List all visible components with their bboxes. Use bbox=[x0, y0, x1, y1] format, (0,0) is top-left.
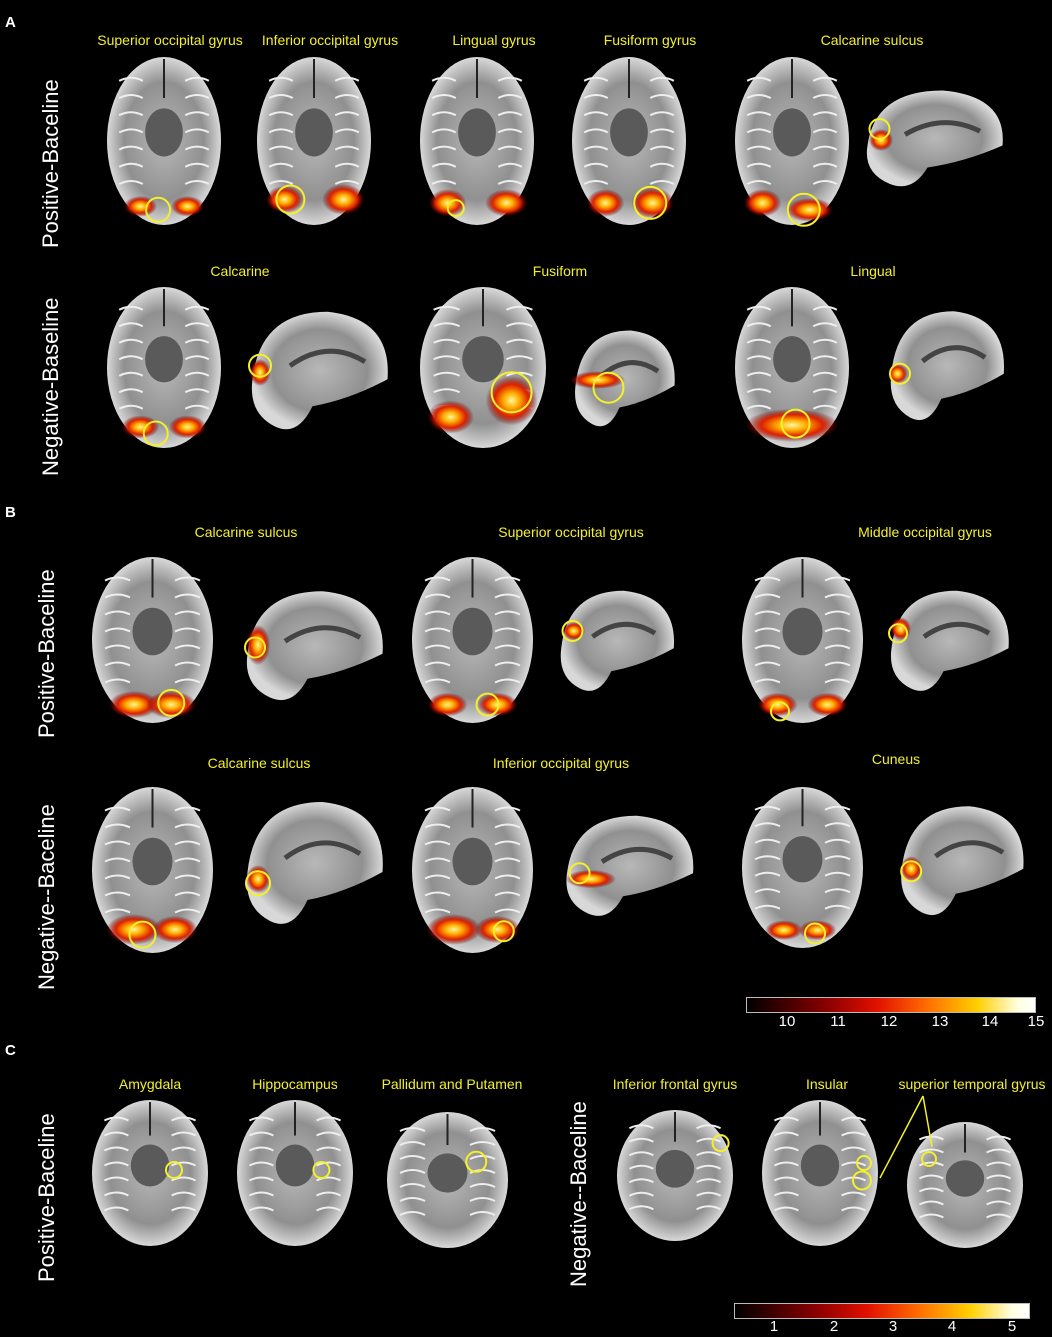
region-label: Pallidum and Putamen bbox=[381, 1076, 523, 1092]
axial-slice bbox=[572, 57, 686, 225]
axial-slice bbox=[420, 287, 546, 448]
sagittal-slice bbox=[888, 590, 1009, 691]
panel-letter-b: B bbox=[5, 504, 16, 521]
axial-slice bbox=[387, 1112, 508, 1248]
sagittal-slice bbox=[244, 591, 383, 701]
axial-slice bbox=[237, 1100, 353, 1246]
colorbar-tick: 1 bbox=[769, 1318, 779, 1335]
colorbar-tick: 2 bbox=[829, 1318, 839, 1335]
colorbar-top bbox=[746, 997, 1036, 1013]
region-label: superior temporal gyrus bbox=[898, 1076, 1046, 1092]
sagittal-slice bbox=[565, 815, 694, 916]
panel-letter-a: A bbox=[5, 14, 16, 31]
sagittal-slice bbox=[887, 311, 1004, 421]
axial-slice bbox=[907, 1122, 1023, 1248]
region-label: Calcarine bbox=[210, 263, 270, 279]
region-label: Middle occipital gyrus bbox=[858, 524, 992, 540]
region-label: Calcarine sulcus bbox=[820, 32, 924, 48]
axial-slice bbox=[420, 57, 534, 225]
region-label: Calcarine sulcus bbox=[194, 524, 298, 540]
region-label: Superior occipital gyrus bbox=[498, 524, 644, 540]
colorbar-tick: 10 bbox=[778, 1013, 796, 1030]
colorbar-tick: 14 bbox=[981, 1013, 999, 1030]
region-label: Inferior occipital gyrus bbox=[261, 32, 399, 48]
row-label-c-negative: Negative--Baceline bbox=[566, 1101, 591, 1287]
colorbar-tick: 4 bbox=[947, 1318, 957, 1335]
sagittal-slice bbox=[560, 590, 674, 691]
axial-slice bbox=[107, 57, 221, 225]
region-label: Inferior frontal gyrus bbox=[612, 1076, 738, 1092]
sagittal-slice bbox=[570, 330, 675, 427]
region-label: Cuneus bbox=[871, 751, 921, 767]
region-label: Superior occipital gyrus bbox=[97, 32, 243, 48]
row-label-b-negative: Negative--Baceline bbox=[34, 804, 59, 990]
roi-circle bbox=[856, 1155, 872, 1171]
region-label: Hippocampus bbox=[252, 1076, 338, 1092]
axial-slice bbox=[92, 557, 213, 723]
axial-slice bbox=[92, 1100, 208, 1246]
colorbar-tick: 5 bbox=[1007, 1318, 1017, 1335]
colorbar-tick: 3 bbox=[888, 1318, 898, 1335]
axial-slice bbox=[412, 557, 533, 723]
axial-slice bbox=[742, 787, 863, 948]
panel-letter-c: C bbox=[5, 1042, 16, 1059]
axial-slice bbox=[762, 1100, 878, 1246]
sagittal-slice bbox=[248, 311, 388, 430]
axial-slice bbox=[617, 1110, 733, 1241]
colorbar-bottom bbox=[734, 1303, 1030, 1319]
axial-slice bbox=[735, 57, 849, 227]
region-label: Amygdala bbox=[118, 1076, 182, 1092]
region-label: Lingual gyrus bbox=[452, 32, 536, 48]
axial-slice bbox=[92, 787, 213, 953]
axial-slice bbox=[742, 557, 863, 723]
colorbar-tick: 11 bbox=[830, 1013, 846, 1030]
region-label: Lingual bbox=[850, 263, 896, 279]
region-label: Calcarine sulcus bbox=[207, 755, 311, 771]
axial-slice bbox=[735, 287, 849, 448]
sagittal-slice bbox=[866, 90, 1003, 187]
region-label: Inferior occipital gyrus bbox=[492, 755, 630, 771]
sagittal-slice bbox=[245, 802, 383, 924]
callout-lines bbox=[879, 1095, 933, 1179]
row-label-c-positive: Positive-Baceline bbox=[34, 1113, 59, 1282]
row-label-a-negative: Negative-Baseline bbox=[38, 297, 63, 476]
region-label: Insular bbox=[805, 1076, 849, 1092]
region-label: Fusiform gyrus bbox=[603, 32, 697, 48]
axial-slice bbox=[412, 787, 533, 953]
axial-slice bbox=[107, 287, 221, 448]
axial-slice bbox=[257, 57, 371, 225]
colorbar-tick: 15 bbox=[1027, 1013, 1045, 1030]
sagittal-slice bbox=[900, 806, 1024, 916]
colorbar-tick: 12 bbox=[880, 1013, 898, 1030]
colorbar-tick: 13 bbox=[931, 1013, 949, 1030]
row-label-b-positive: Positive-Baceline bbox=[34, 569, 59, 738]
row-label-a-positive: Positive-Baceline bbox=[38, 79, 63, 248]
region-label: Fusiform bbox=[532, 263, 588, 279]
